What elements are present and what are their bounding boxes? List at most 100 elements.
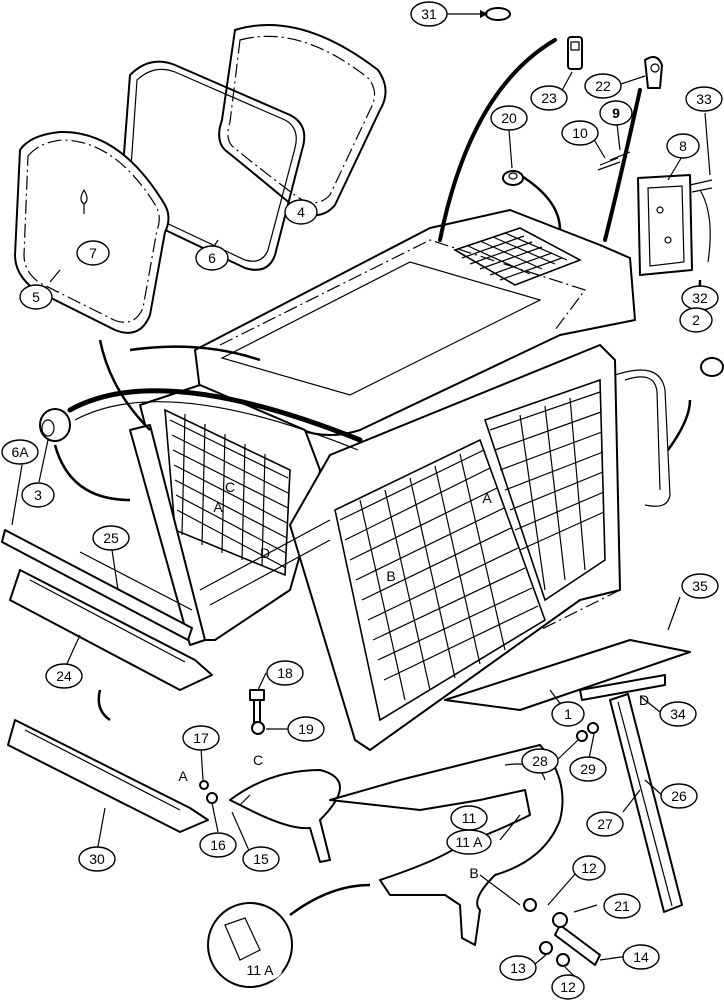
nut-13: [539, 941, 553, 955]
callout-6: 6: [195, 245, 229, 271]
cover-upper: [9, 569, 213, 691]
callout-35: 35: [681, 573, 719, 599]
svg-text:9: 9: [612, 105, 620, 121]
svg-text:23: 23: [541, 90, 557, 106]
trim-piece-34: [579, 674, 666, 701]
svg-text:25: 25: [103, 530, 119, 546]
svg-text:15: 15: [253, 851, 269, 867]
callout-31: 31: [410, 1, 448, 27]
rubber-strip: [1, 529, 193, 641]
wire-32: [699, 189, 711, 263]
callout-13: 13: [499, 955, 537, 981]
svg-text:6: 6: [208, 250, 216, 266]
svg-text:16: 16: [210, 837, 226, 853]
seal-strip-right: [603, 88, 642, 242]
gas-strut: [552, 912, 601, 966]
svg-text:34: 34: [670, 706, 686, 722]
svg-text:33: 33: [696, 91, 712, 107]
callout-1: 1: [551, 701, 585, 727]
callout-30: 30: [78, 846, 116, 872]
callout-2: 2: [679, 307, 713, 333]
callout-11a-detail: 11 A: [238, 958, 282, 982]
svg-text:30: 30: [89, 851, 105, 867]
callout-27: 27: [586, 811, 624, 837]
cover-lower: [7, 719, 209, 833]
latch-pin: [567, 36, 583, 70]
callout-22: 22: [584, 73, 622, 99]
svg-text:19: 19: [298, 721, 314, 737]
svg-text:11 A: 11 A: [456, 834, 484, 850]
dome-light: [637, 174, 693, 276]
ref-letter-a: A: [213, 499, 223, 515]
grommet-right: [700, 357, 724, 377]
callout-8: 8: [666, 133, 700, 159]
callout-15: 15: [242, 846, 280, 872]
post-26: [609, 693, 683, 913]
callout-14: 14: [622, 944, 660, 970]
ref-letter-a: A: [178, 768, 188, 784]
grommet-left: [39, 408, 71, 442]
callout-3: 3: [21, 482, 55, 508]
callout-7: 7: [76, 240, 110, 266]
callout-18: 18: [266, 660, 304, 686]
bolt-10: [597, 157, 621, 171]
svg-text:22: 22: [595, 78, 611, 94]
svg-text:6A: 6A: [11, 444, 29, 460]
seal-strip-upper: [67, 388, 363, 443]
svg-text:32: 32: [692, 290, 708, 306]
callout-12-top: 12: [572, 855, 606, 881]
bolt-18: [249, 689, 265, 723]
callout-9: 9: [599, 100, 633, 126]
ref-letter-a: A: [482, 490, 492, 506]
callout-32: 32: [681, 285, 719, 311]
callout-19: 19: [287, 716, 325, 742]
svg-text:12: 12: [581, 860, 597, 876]
callout-28: 28: [521, 748, 559, 774]
svg-text:5: 5: [32, 289, 40, 305]
callout-23: 23: [530, 85, 568, 111]
svg-text:24: 24: [56, 668, 72, 684]
svg-text:4: 4: [297, 204, 305, 220]
svg-text:27: 27: [597, 816, 613, 832]
callout-20: 20: [490, 105, 528, 131]
callout-11a: 11 A: [446, 829, 492, 855]
ref-letter-b: B: [386, 568, 395, 584]
bolt-12-top: [523, 898, 537, 912]
ref-letter-c: C: [253, 752, 263, 768]
svg-text:18: 18: [277, 665, 293, 681]
svg-text:13: 13: [510, 960, 526, 976]
svg-text:11: 11: [462, 810, 477, 826]
callout-24: 24: [45, 663, 83, 689]
bolt-12-bottom: [556, 953, 570, 967]
svg-text:21: 21: [614, 898, 630, 914]
washer-31: [485, 7, 511, 21]
svg-text:26: 26: [671, 788, 687, 804]
washer-29: [587, 722, 599, 734]
callout-6a: 6A: [1, 439, 39, 465]
callout-21: 21: [603, 893, 641, 919]
svg-text:10: 10: [572, 125, 588, 141]
seal-strip-rear: [438, 38, 557, 242]
svg-text:3: 3: [34, 487, 42, 503]
svg-text:2: 2: [692, 312, 700, 328]
svg-text:14: 14: [633, 949, 649, 965]
ref-letter-d: D: [260, 545, 270, 561]
rear-window-glass: [218, 24, 387, 216]
callout-17: 17: [182, 725, 220, 751]
detail-circle-11a: [207, 883, 371, 988]
callout-34: 34: [659, 701, 697, 727]
roof-plug: [502, 170, 524, 186]
ref-letter-c: C: [225, 479, 235, 495]
svg-text:8: 8: [679, 138, 687, 154]
svg-text:17: 17: [193, 730, 209, 746]
callout-16: 16: [199, 832, 237, 858]
callout-25: 25: [92, 525, 130, 551]
nut-17: [199, 780, 209, 790]
svg-text:20: 20: [501, 110, 517, 126]
screw-33: [689, 179, 713, 193]
callout-4: 4: [284, 199, 318, 225]
pin-9: [609, 151, 631, 161]
svg-text:35: 35: [692, 578, 708, 594]
callout-29: 29: [569, 756, 607, 782]
